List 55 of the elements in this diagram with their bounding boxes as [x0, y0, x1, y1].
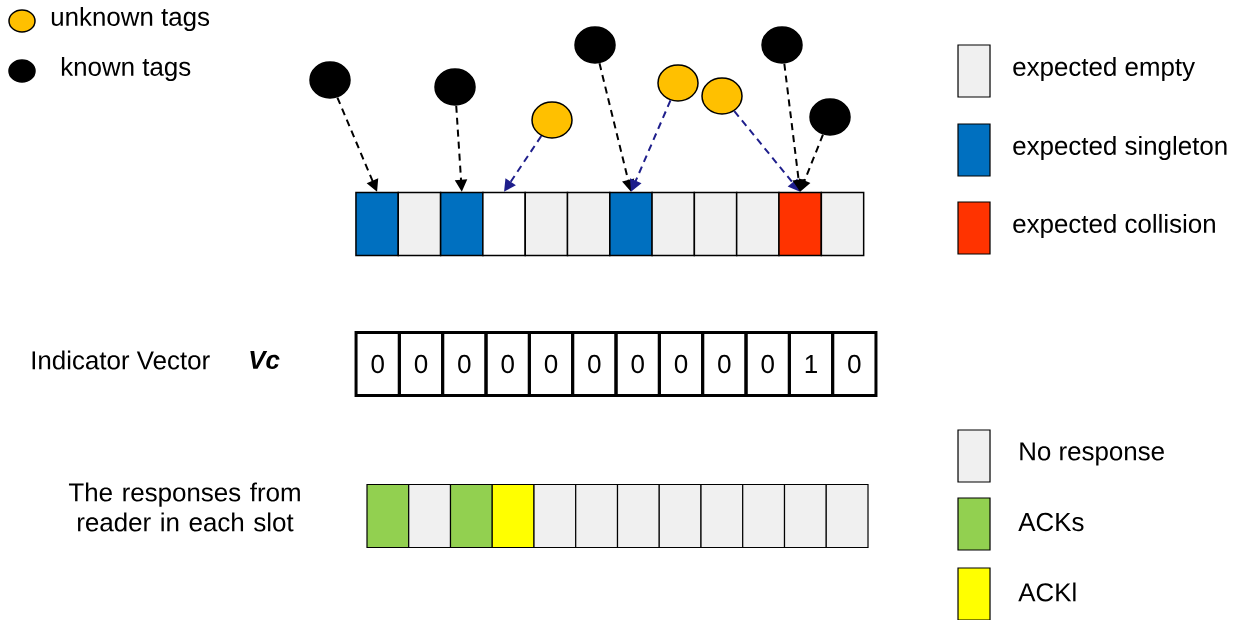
legend-label: expected singleton: [1013, 135, 1227, 161]
vector-cell: 0: [831, 331, 878, 397]
legend-label: expected collision: [1013, 213, 1215, 239]
response-slot: [366, 483, 410, 549]
slot-box: [355, 191, 399, 257]
response-slot: [742, 483, 786, 549]
response-slot: [408, 483, 452, 549]
vector-cell: 0: [701, 331, 748, 397]
response-slot: [575, 483, 619, 549]
vector-symbol: Vc: [250, 350, 280, 370]
legend-label: known tags: [61, 56, 191, 82]
slot-box: [651, 191, 696, 257]
legend-label: unknown tags: [51, 6, 210, 32]
response-slot: [449, 483, 493, 549]
tag-circle: [434, 68, 476, 106]
tag-circle: [701, 77, 743, 115]
legend-label: No response: [1020, 442, 1164, 466]
vector-cell: 0: [657, 331, 705, 397]
legend-label: ACKl: [1018, 582, 1076, 602]
vector-cell: 0: [744, 331, 791, 397]
slot-box: [778, 191, 822, 257]
row-label: The responses from reader in each slot: [68, 482, 300, 532]
tag-circle: [574, 26, 616, 64]
legend-label: expected empty: [1013, 56, 1195, 82]
response-slot: [825, 483, 869, 549]
tag-circle: [657, 64, 699, 102]
slot-box: [439, 191, 484, 257]
response-slot: [658, 483, 702, 549]
vector-cell: 0: [614, 331, 661, 397]
vector-cell: 0: [484, 331, 531, 397]
vector-cell: 1: [787, 331, 835, 397]
legend-label: ACKs: [1018, 512, 1084, 532]
tag-circle: [761, 26, 803, 64]
tag-circle: [809, 98, 851, 136]
slot-box: [482, 191, 526, 257]
vector-cell: 0: [571, 331, 618, 397]
slot-box: [693, 191, 738, 257]
row-label: Indicator Vector: [32, 350, 210, 370]
response-slot: [700, 483, 744, 549]
tag-circle: [309, 61, 351, 99]
slot-box: [397, 191, 442, 257]
response-slot: [783, 483, 827, 549]
vector-cell: 0: [354, 331, 401, 397]
vector-cell: 0: [397, 331, 445, 397]
vector-cell: 0: [527, 331, 575, 397]
slot-box: [524, 191, 569, 257]
response-slot: [616, 483, 660, 549]
response-slot: [491, 483, 535, 549]
slot-box: [820, 191, 865, 257]
slot-box: [609, 191, 653, 257]
tag-circle: [531, 101, 573, 139]
vector-cell: 0: [441, 331, 488, 397]
response-slot: [533, 483, 577, 549]
slot-box: [566, 191, 611, 257]
slot-box: [735, 191, 780, 257]
